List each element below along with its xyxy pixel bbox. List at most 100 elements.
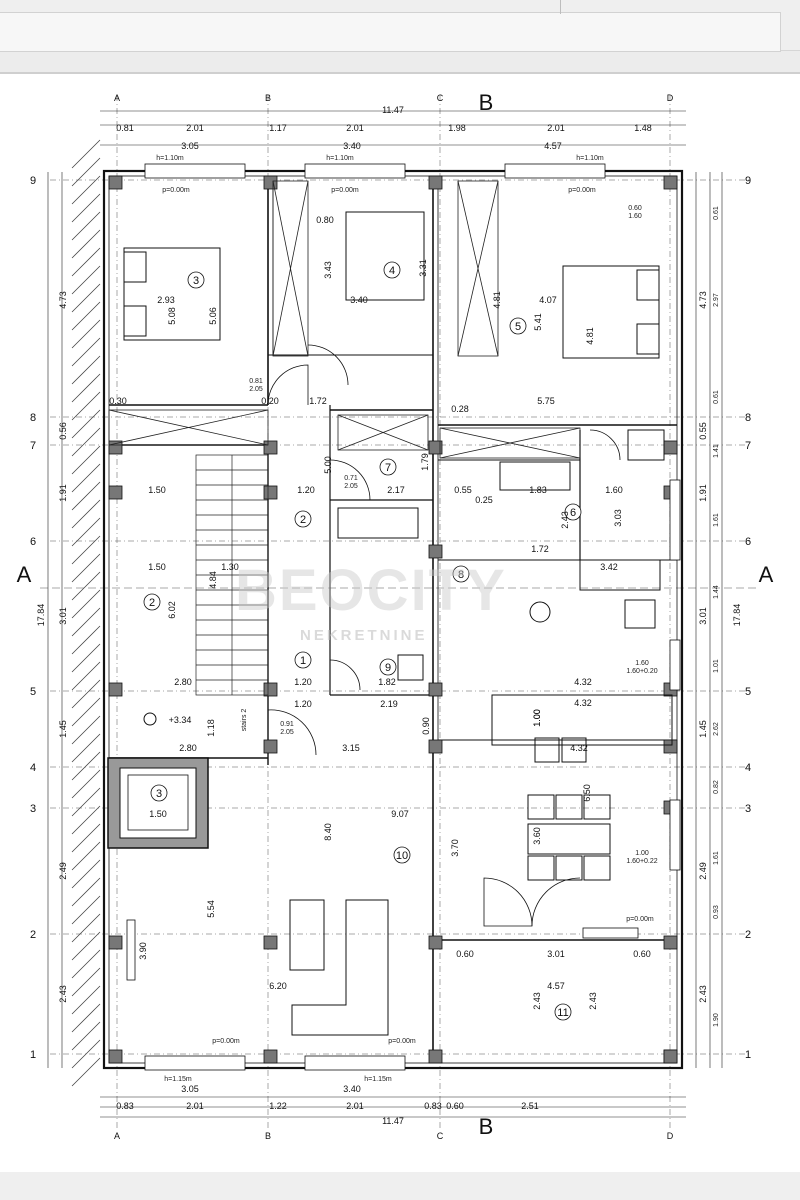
interior-dimension: 0.60 xyxy=(633,949,651,959)
dim-bottom-segment: 2.01 xyxy=(346,1101,364,1111)
interior-dimension: 4.84 xyxy=(208,571,218,589)
axis-letter-bottom-A: A xyxy=(114,1131,120,1141)
interior-dimension: 1.00 xyxy=(532,709,542,727)
dim-right-outer: 1.45 xyxy=(698,720,708,738)
interior-dimension: 5.00 xyxy=(323,456,333,474)
bed-room-3 xyxy=(123,247,221,341)
axis-letter-bottom-D: D xyxy=(667,1131,674,1141)
sink xyxy=(529,601,551,623)
dining-table xyxy=(527,823,611,855)
interior-dimension: 4.32 xyxy=(570,743,588,753)
dim-right-outer: 3.01 xyxy=(698,607,708,625)
window-sill-label: p=0.00m xyxy=(331,187,359,194)
dim-top-sub: 4.57 xyxy=(544,141,562,151)
interior-dimension: 3.01 xyxy=(547,949,565,959)
dim-bottom-sub: 3.05 xyxy=(181,1084,199,1094)
interior-dimension: 5.75 xyxy=(537,396,555,406)
doors xyxy=(267,344,621,927)
dim-right-inner: 1.61 xyxy=(713,513,720,527)
section-side-right: A xyxy=(759,562,774,587)
dim-right-outer: 0.55 xyxy=(698,422,708,440)
dim-top-segment: 1.98 xyxy=(448,123,466,133)
room-number-11: 11 xyxy=(557,1007,568,1019)
axis-letter-bottom-B: B xyxy=(265,1131,271,1141)
dim-bottom-total: 11.47 xyxy=(382,1116,404,1126)
coffee-table xyxy=(289,899,325,971)
axis-letter-top-A: A xyxy=(114,93,120,103)
interior-dimension: 1.83 xyxy=(529,485,547,495)
window-width: 1.60 xyxy=(635,660,649,667)
interior-dimension: 6.20 xyxy=(269,981,287,991)
window-width: 1.00 xyxy=(635,850,649,857)
dim-left-value: 3.01 xyxy=(58,607,68,625)
window-sill-label: p=0.00m xyxy=(568,187,596,194)
window-height-label-bottom: h=1.15m xyxy=(364,1076,392,1083)
axis-letter-bottom-C: C xyxy=(437,1131,444,1141)
door-width: 0.81 xyxy=(249,378,263,385)
room-number-10-marker xyxy=(393,846,411,864)
interior-dimension: 1.18 xyxy=(206,719,216,737)
dim-right-outer: 4.73 xyxy=(698,291,708,309)
room-number-4: 4 xyxy=(389,265,395,277)
interior-dimension: 1.82 xyxy=(378,677,396,687)
axis-number-right-7: 7 xyxy=(745,440,751,452)
room-number-3-marker xyxy=(187,271,205,289)
viewer-header-panel xyxy=(0,12,781,52)
interior-dimension: 2.43 xyxy=(560,511,570,529)
dim-right-outer: 2.49 xyxy=(698,862,708,880)
dim-right-inner: 2.62 xyxy=(713,722,720,736)
dim-bottom-segment: 0.83 xyxy=(424,1101,442,1111)
section-mark-top: B xyxy=(479,90,494,115)
neighbour-hatch xyxy=(71,139,101,1087)
window-height-label-bottom: h=1.15m xyxy=(164,1076,192,1083)
dim-top-segment: 2.01 xyxy=(186,123,204,133)
interior-dimension: 3.70 xyxy=(450,839,460,857)
wardrobes xyxy=(108,180,581,459)
window-height-label: h=1.10m xyxy=(326,155,354,162)
room-number-10: 10 xyxy=(396,850,408,862)
dim-top-sub: 3.05 xyxy=(181,141,199,151)
bathroom-counter-6 xyxy=(499,461,571,491)
viewer-divider xyxy=(560,0,561,14)
axis-number-left-1: 1 xyxy=(30,1049,36,1061)
interior-dimension: 4.57 xyxy=(547,981,565,991)
interior-dimension: 1.20 xyxy=(297,485,315,495)
dim-top-segment: 1.17 xyxy=(269,123,287,133)
dim-right-total: 17.84 xyxy=(732,604,742,627)
interior-dimension: 1.20 xyxy=(294,677,312,687)
section-side-left: A xyxy=(17,562,32,587)
dim-bottom-segment: 2.51 xyxy=(521,1101,539,1111)
room-number-4-marker xyxy=(383,261,401,279)
dim-left-value: 2.49 xyxy=(58,862,68,880)
window-sill-label: p=0.00m xyxy=(212,1038,240,1045)
room-number-3-marker xyxy=(150,784,168,802)
dim-right-outer: 1.91 xyxy=(698,484,708,502)
axis-letter-top-D: D xyxy=(667,93,674,103)
viewer-top-bar xyxy=(0,0,800,52)
dim-right-inner: 2.97 xyxy=(713,293,720,307)
room-number-6: 6 xyxy=(570,507,576,519)
interior-dimension: 1.50 xyxy=(149,809,167,819)
room-number-1: 1 xyxy=(300,655,306,667)
room-number-1-marker xyxy=(294,651,312,669)
interior-dimension: 0.20 xyxy=(261,396,279,406)
dim-bottom-sub: 3.40 xyxy=(343,1084,361,1094)
interior-dimension: 3.42 xyxy=(600,562,618,572)
dim-right-inner: 0.93 xyxy=(713,905,720,919)
door-height: 2.05 xyxy=(249,386,263,393)
dim-right-inner: 0.61 xyxy=(713,206,720,220)
axis-number-left-3: 3 xyxy=(30,803,36,815)
dim-left-value: 2.43 xyxy=(58,985,68,1003)
interior-dimension: 0.90 xyxy=(421,717,431,735)
dim-right-inner: 1.61 xyxy=(713,851,720,865)
dim-bottom-segment: 0.60 xyxy=(446,1101,464,1111)
dim-left-value: 1.45 xyxy=(58,720,68,738)
interior-dimension: 8.40 xyxy=(323,823,333,841)
axis-number-left-5: 5 xyxy=(30,686,36,698)
dim-right-inner: 1.41 xyxy=(713,444,720,458)
dimension-lines xyxy=(47,110,723,1118)
axis-number-right-9: 9 xyxy=(745,175,751,187)
bathroom-counter xyxy=(337,507,419,539)
interior-dimension: 4.81 xyxy=(585,327,595,345)
bed-room-4 xyxy=(345,211,425,301)
